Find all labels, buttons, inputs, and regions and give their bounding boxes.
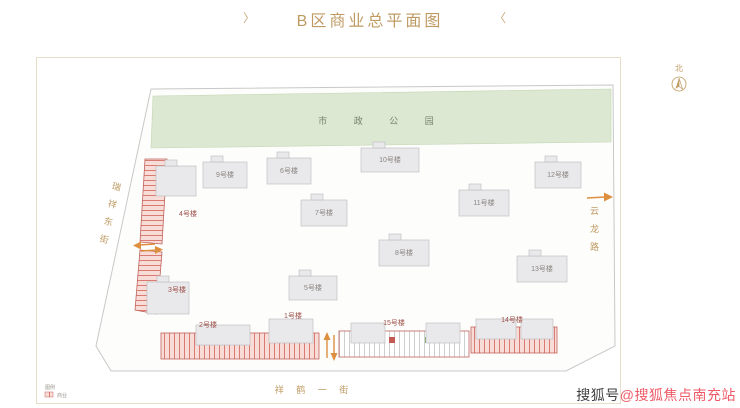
building-footprint-1	[268, 318, 314, 344]
watermark-prefix: 搜狐号	[576, 387, 620, 403]
building-footprint-14	[475, 318, 554, 340]
building-label-10: 10号楼	[379, 155, 401, 164]
building-footprint-4	[155, 159, 197, 197]
site-boundary	[95, 84, 616, 372]
watermark: 搜狐号@搜狐焦点南充站	[576, 385, 736, 405]
prev-arrow-icon[interactable]: 〉	[243, 11, 256, 25]
next-arrow-icon[interactable]: 〈	[494, 11, 507, 25]
building-footprint-7	[300, 193, 348, 227]
park-label: 市 政 公 园	[318, 115, 446, 126]
building-label-7: 7号楼	[315, 208, 333, 217]
building-label-3: 3号楼	[168, 285, 186, 294]
building-footprint-9	[202, 155, 248, 189]
header: 〉 B区商业总平面图 〈	[0, 0, 740, 34]
north-compass: 北	[666, 64, 692, 95]
building-footprint-15	[350, 322, 461, 344]
entrance-arrow-right-icon	[586, 192, 613, 202]
building-footprint-5	[288, 269, 338, 301]
legend-commercial-swatch	[44, 391, 54, 398]
legend-title: 图例	[45, 384, 55, 391]
building-footprint-8	[378, 233, 430, 267]
municipal-park-area	[150, 88, 612, 149]
north-label: 北	[675, 64, 683, 73]
building-label-13: 13号楼	[531, 264, 553, 273]
building-footprint-11	[458, 183, 510, 217]
building-label-6: 6号楼	[280, 166, 298, 175]
page-title: B区商业总平面图	[296, 13, 444, 30]
building-label-5: 5号楼	[304, 283, 322, 292]
building-label-4: 4号楼	[179, 209, 197, 218]
building-footprint-10	[360, 141, 420, 173]
building-label-1: 1号楼	[284, 311, 302, 320]
building-footprint-2	[195, 324, 251, 346]
access-arrows	[133, 192, 613, 361]
legend-commercial-label: 商业	[57, 392, 67, 399]
passage-arrows-bottom-icon	[323, 332, 338, 361]
building-label-2: 2号楼	[199, 320, 217, 329]
legend: 图例 商业	[44, 384, 67, 399]
street-label-right: 云龙路	[589, 206, 599, 260]
building-footprint-3	[146, 275, 190, 315]
building-label-9: 9号楼	[216, 170, 234, 179]
building-footprints	[146, 141, 582, 346]
building-label-11: 11号楼	[473, 198, 494, 207]
building-footprint-6	[266, 151, 312, 185]
building-label-8: 8号楼	[395, 248, 413, 257]
building-label-12: 12号楼	[547, 170, 569, 179]
street-label-bottom: 祥 鹤 一 街	[275, 384, 354, 395]
building-footprint-13	[516, 249, 568, 283]
watermark-text: @搜狐焦点南充站	[619, 387, 736, 403]
site-plan-drawing: 市 政 公 园	[44, 84, 616, 399]
building-label-14: 14号楼	[501, 315, 523, 324]
building-label-15: 15号楼	[383, 318, 405, 327]
site-plan-frame: 市 政 公 园	[36, 57, 621, 404]
north-compass-icon	[671, 76, 687, 92]
passage-arrows-left-icon	[133, 241, 163, 254]
building-footprint-12	[534, 155, 582, 189]
building-labels: 1号楼 2号楼 3号楼 4号楼 5号楼 6号楼 7号楼 8号楼 9号楼 10号楼…	[168, 155, 569, 329]
